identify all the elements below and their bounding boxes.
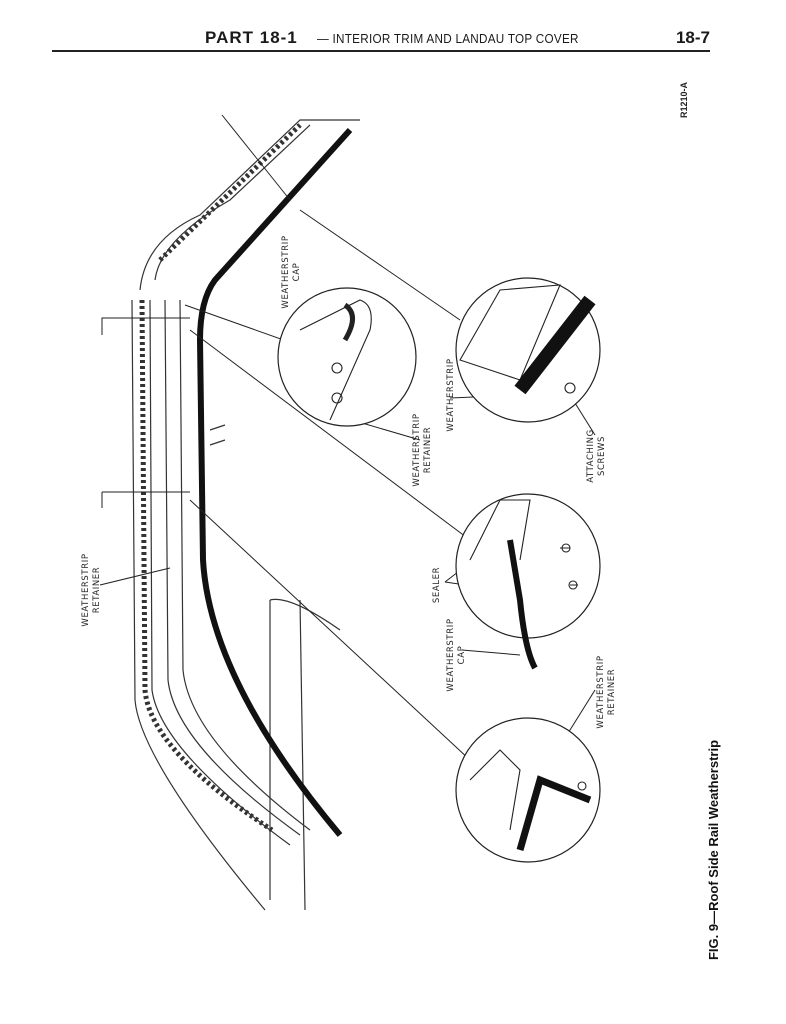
svg-text:R1210-A: R1210-A <box>679 81 689 118</box>
label-sealer: SEALER <box>432 567 442 603</box>
detail-circle-cap <box>277 287 417 427</box>
svg-text:CAP: CAP <box>457 646 467 665</box>
svg-text:WEATHERSTRIP: WEATHERSTRIP <box>596 655 606 728</box>
label-attaching-screws: ATTACHING SCREWS <box>586 429 607 483</box>
detail-circle-sealer <box>455 493 601 639</box>
figure-caption: FIG. 9—Roof Side Rail Weatherstrip <box>706 740 721 960</box>
detail-circle-retainer <box>455 717 601 863</box>
page-number: 18-7 <box>675 28 710 47</box>
figure-code: R1210-A <box>679 81 689 118</box>
label-weatherstrip-retainer-detail: WEATHERSTRIP RETAINER <box>412 413 433 486</box>
leader-lines <box>99 114 596 771</box>
svg-text:CAP: CAP <box>292 263 302 282</box>
svg-text:SEALER: SEALER <box>432 567 442 603</box>
svg-text:RETAINER: RETAINER <box>423 427 433 474</box>
svg-text:ATTACHING: ATTACHING <box>586 429 596 483</box>
retainer-strip-top <box>158 123 302 262</box>
weatherstrip <box>196 127 353 837</box>
page-header: PART 18-1 — INTERIOR TRIM AND LANDAU TOP… <box>205 28 710 50</box>
header-rule <box>52 50 710 52</box>
detail-circle-screws <box>455 277 601 423</box>
svg-text:WEATHERSTRIP: WEATHERSTRIP <box>281 235 291 308</box>
svg-text:WEATHERSTRIP: WEATHERSTRIP <box>412 413 422 486</box>
svg-text:WEATHERSTRIP: WEATHERSTRIP <box>446 618 456 691</box>
svg-text:RETAINER: RETAINER <box>607 669 617 716</box>
label-weatherstrip-cap-mid: WEATHERSTRIP CAP <box>446 618 467 691</box>
label-weatherstrip-retainer-left: WEATHERSTRIP RETAINER <box>81 553 102 626</box>
label-weatherstrip-retainer-bottom: WEATHERSTRIP RETAINER <box>596 655 617 728</box>
section-title: — INTERIOR TRIM AND LANDAU TOP COVER <box>317 31 579 46</box>
svg-text:WEATHERSTRIP: WEATHERSTRIP <box>446 358 456 431</box>
label-weatherstrip-cap-top: WEATHERSTRIP CAP <box>281 235 302 308</box>
svg-text:RETAINER: RETAINER <box>92 567 102 614</box>
roof-rail-drawing <box>131 119 360 911</box>
svg-text:FIG. 9—Roof Side Rail Weathers: FIG. 9—Roof Side Rail Weatherstrip <box>706 740 721 960</box>
part-number: PART 18-1 <box>205 28 298 47</box>
svg-text:WEATHERSTRIP: WEATHERSTRIP <box>81 553 91 626</box>
retainer-strip <box>139 299 274 833</box>
label-weatherstrip: WEATHERSTRIP <box>446 358 456 431</box>
svg-text:SCREWS: SCREWS <box>597 436 607 476</box>
